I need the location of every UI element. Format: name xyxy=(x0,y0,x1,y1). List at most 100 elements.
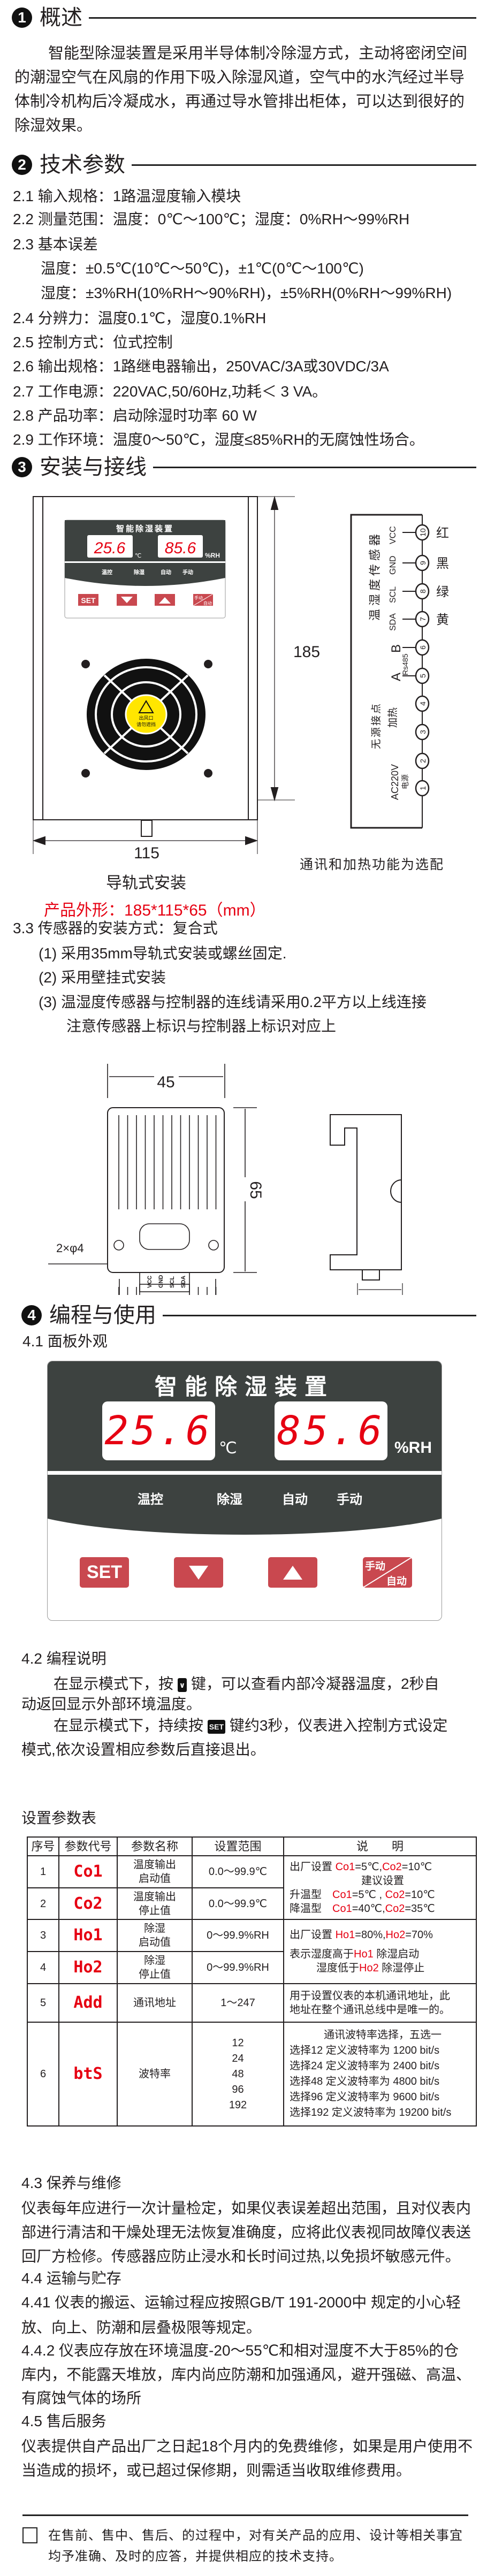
footer-note-line: 均予准确、及时的应答，并提供相应的技术支持。 xyxy=(48,2549,343,2564)
humidity-unit: %RH xyxy=(394,1439,432,1457)
spec-item: 温度：±0.5℃(10℃～50℃)，±1℃(0℃～100℃) xyxy=(41,260,364,277)
cell-code: btS xyxy=(58,2022,118,2127)
set-button[interactable]: SET xyxy=(80,1557,129,1588)
divider xyxy=(163,1314,476,1316)
section-2-heading: 2 技术参数 xyxy=(12,151,476,178)
set-button[interactable] xyxy=(78,594,98,606)
divider xyxy=(153,466,476,468)
cell-name: 除湿启动值 xyxy=(117,1919,193,1952)
cell-no: 5 xyxy=(27,1983,59,2023)
terminal-signal-label: GND xyxy=(389,555,398,575)
spec-item: 湿度：±3%RH(10%RH～90%RH)，±5%RH(0%RH～99%RH) xyxy=(41,285,452,301)
sensor-pin-label: GND xyxy=(158,1275,164,1289)
heat-label: 加热 xyxy=(387,707,399,728)
width-dimension: 115 xyxy=(134,844,159,862)
terminal-signal-label: B xyxy=(389,644,404,653)
wire-color-label: 绿 xyxy=(436,585,449,599)
paragraph-line: 仪表提供自产品出厂之日起18个月内的免费维修，如果是用户使用不 xyxy=(21,2438,473,2455)
cell-no: 4 xyxy=(27,1951,59,1984)
terminal-number: 10 xyxy=(418,528,427,537)
terminal-signal-label: SDA xyxy=(389,613,398,631)
terminal-number: 4 xyxy=(418,702,427,706)
sensor-install-item: 注意传感器上标识与控制器上标识对应上 xyxy=(66,1018,337,1034)
footer-divider xyxy=(22,2514,468,2516)
cell-name: 除湿停止值 xyxy=(117,1951,193,1984)
manual-label: 手动 xyxy=(365,1561,386,1572)
cell-description: 出厂设置 Ho1=80%,Ho2=70% 表示湿度高于Ho1 除湿启动 湿度低于… xyxy=(283,1919,477,1984)
section-number: 2 xyxy=(12,155,32,175)
cell-range: 0～99.9%RH xyxy=(192,1951,284,1984)
sensor-height-dimension: 65 xyxy=(247,1181,264,1199)
indicator-label-temp-control: 温控 xyxy=(138,1492,163,1507)
sensor-install-title: 3.3 传感器的安装方式：复合式 xyxy=(13,920,218,936)
cell-name: 波特率 xyxy=(117,2022,193,2127)
paragraph-line: 在显示模式下，按 ∨ 键，可以查看内部冷凝器温度，2秒自 xyxy=(54,1675,439,1692)
sensor-install-item: (2) 采用壁挂式安装 xyxy=(39,969,166,986)
paragraph-line: 4.4.2 仪表应存放在环境温度-20～55℃和相对湿度不大于85%的仓 xyxy=(21,2342,459,2359)
installation-caption: 导轨式安装 xyxy=(106,874,186,892)
manual-auto-button[interactable]: 手动 自动 xyxy=(363,1557,412,1588)
terminal-signal-label: SCL xyxy=(389,586,398,603)
indicator-label-dehumidify: 除湿 xyxy=(217,1492,242,1507)
footer-note-line: 在售前、售中、售后、的过程中，对有关产品的应用、设计等相关事宜 xyxy=(48,2528,463,2543)
ac-label: AC220V xyxy=(390,764,400,800)
temp-unit: ℃ xyxy=(219,1439,237,1457)
terminal-number: 1 xyxy=(418,786,427,790)
indicator-label: 手动 xyxy=(182,569,193,576)
terminal-1 xyxy=(415,780,430,797)
spec-item: 2.6 输出规格：1路继电器输出，250VAC/3A或30VDC/3A xyxy=(13,358,389,375)
spec-item: 2.5 控制方式：位式控制 xyxy=(13,334,173,350)
indicator-label: 自动 xyxy=(161,569,171,576)
down-key-icon: ∨ xyxy=(177,1678,187,1692)
down-button[interactable] xyxy=(174,1557,223,1588)
cell-code: Co2 xyxy=(58,1887,118,1920)
sensor-pin-label: SCL xyxy=(169,1276,176,1288)
terminal-number: 5 xyxy=(418,674,427,678)
terminal-number: 3 xyxy=(418,730,427,734)
column-header: 序号 xyxy=(27,1836,59,1856)
terminal-signal-label: A xyxy=(389,673,404,681)
paragraph-line: 有腐蚀气体的场所 xyxy=(21,2390,142,2406)
column-header: 参数代号 xyxy=(58,1836,118,1856)
paragraph-line: 智能型除湿装置是采用半导体制冷除湿方式，主动将密闭空间 xyxy=(48,45,468,62)
section-number: 4 xyxy=(21,1305,42,1325)
table-title: 设置参数表 xyxy=(21,1810,97,1826)
manual-label: 手动 xyxy=(194,595,203,600)
paragraph-line: 在显示模式下，持续按 SET 键约3秒，仪表进入控制方式设定 xyxy=(54,1717,448,1734)
sensor-pin-label: SDA xyxy=(180,1276,187,1288)
cell-code: Ho1 xyxy=(58,1919,118,1952)
checkbox-icon xyxy=(22,2527,37,2543)
up-button[interactable] xyxy=(268,1557,317,1588)
wire-color-label: 黄 xyxy=(436,613,449,627)
section-title: 技术参数 xyxy=(40,153,125,177)
sensor-install-item: (1) 采用35mm导轨式安装或螺丝固定. xyxy=(39,945,287,962)
paragraph-line: 库内，不能露天堆放，库内尚应防潮和加强通风，避开强磁、高温、 xyxy=(21,2366,471,2383)
paragraph-line: 部进行清洁和干燥处理无法恢复准确度，应将此仪表视同故障仪表送 xyxy=(21,2224,471,2240)
section-title: 安装与接线 xyxy=(40,455,147,479)
spec-item: 2.1 输入规格：1路温湿度输入模块 xyxy=(13,188,241,204)
paragraph-line: 体制冷机构后冷凝成水，再通过导水管排出柜体，可以达到很好的 xyxy=(14,93,465,110)
cell-no: 2 xyxy=(27,1887,59,1920)
cell-description: 用于设置仪表的本机通讯地址，此地址在整个通讯总线中是唯一的。 xyxy=(283,1983,477,2023)
paragraph-line: 当造成的损坏，或已超过保修期，则需适当收取维修费用。 xyxy=(21,2462,412,2479)
height-dimension: 185 xyxy=(293,643,320,661)
power-label: 电源 xyxy=(401,774,409,789)
spec-item: 2.8 产品功率：启动除湿时功率 60 W xyxy=(13,407,257,424)
cell-range: 0.0～99.9℃ xyxy=(192,1887,284,1920)
sensor-side-drawing xyxy=(330,1114,403,1295)
cell-no: 3 xyxy=(27,1919,59,1952)
auto-label: 自动 xyxy=(386,1576,407,1587)
cell-no: 6 xyxy=(27,2022,59,2127)
column-header: 参数名称 xyxy=(117,1836,193,1856)
up-arrow-icon xyxy=(283,1565,302,1580)
auto-label: 自动 xyxy=(203,600,212,606)
contact-label: 无源接点 xyxy=(370,702,382,749)
cell-range: 0.0～99.9℃ xyxy=(192,1855,284,1888)
spec-item: 2.4 分辨力：温度0.1℃，湿度0.1%RH xyxy=(13,310,267,326)
humidity-display: 85.6 xyxy=(275,1401,387,1460)
cell-description: 出厂设置 Co1=5℃,Co2=10℃ 建议设置 升温型 Co1=5℃ , Co… xyxy=(283,1855,477,1920)
